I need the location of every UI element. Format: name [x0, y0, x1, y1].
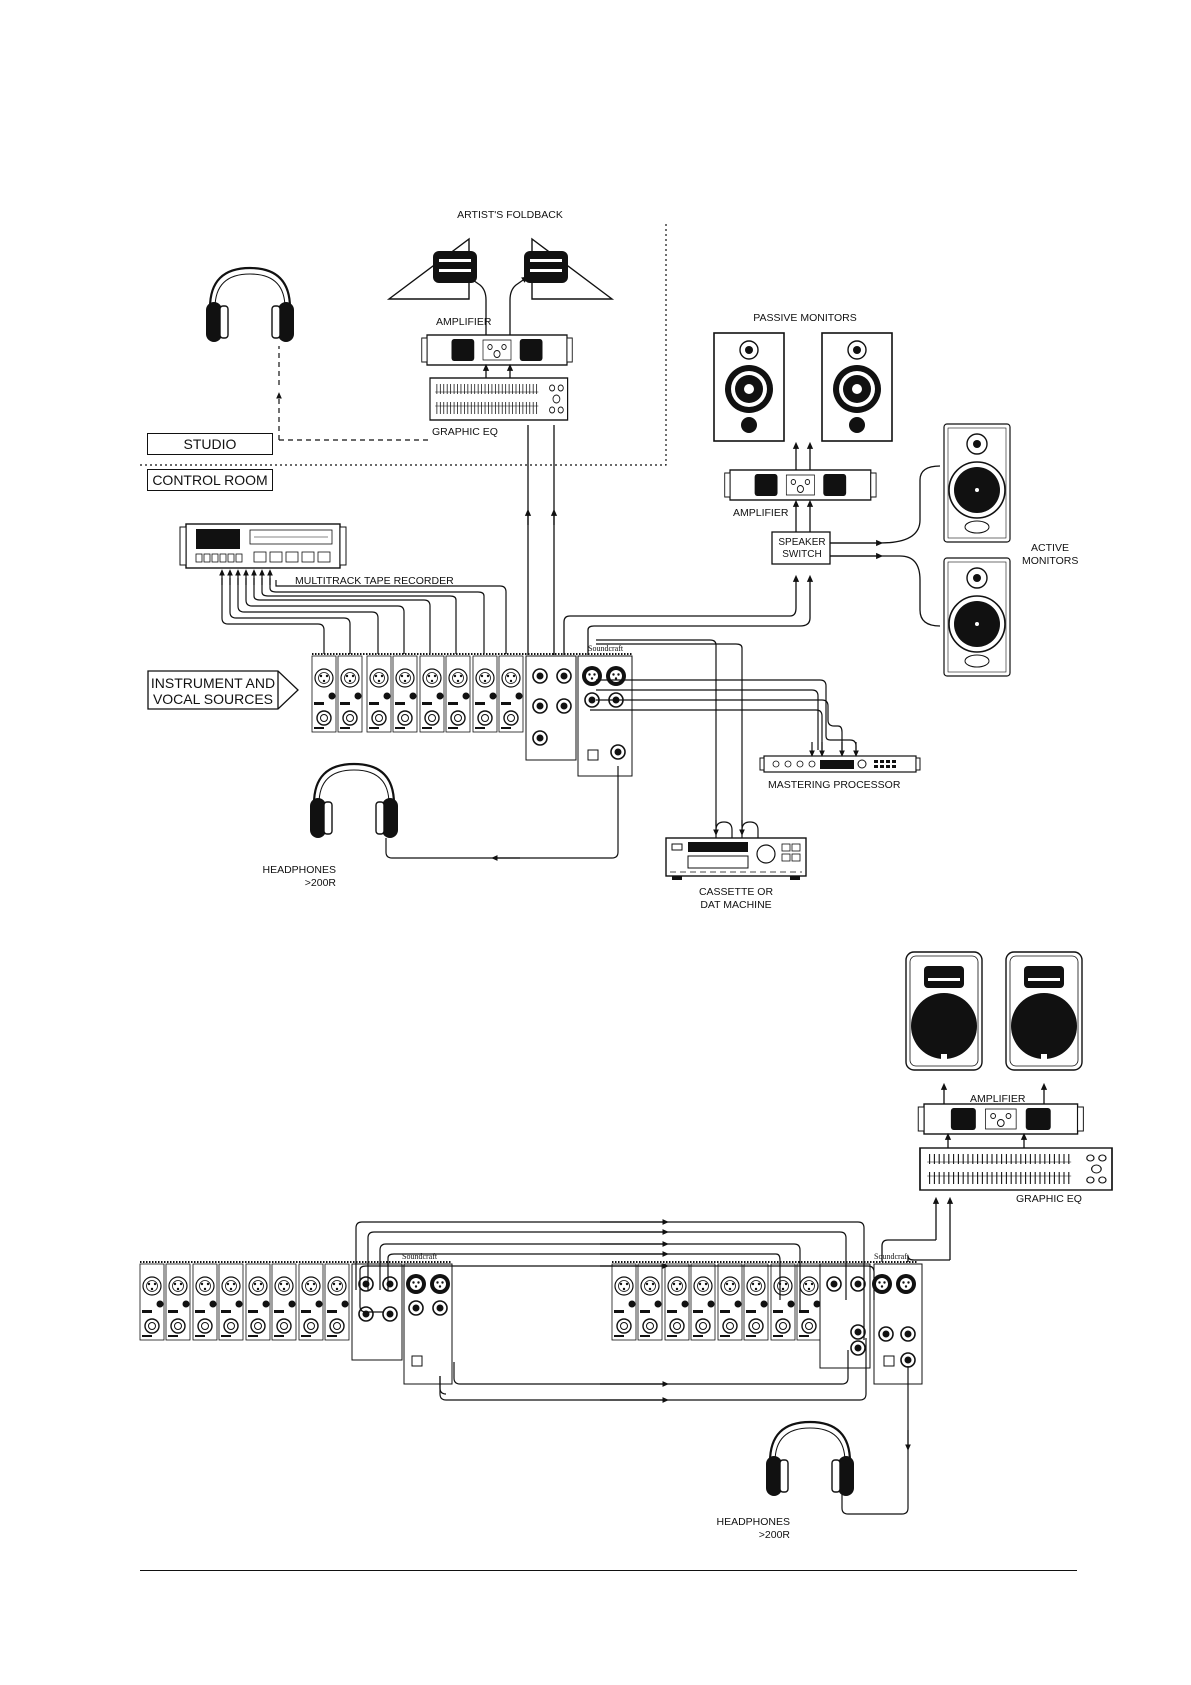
control-room-label: CONTROL ROOM [147, 469, 273, 491]
headphones-icon [308, 762, 400, 840]
graphic-eq-foldback-label: GRAPHIC EQ [432, 426, 498, 438]
amplifier-pa-label: AMPLIFIER [970, 1093, 1026, 1105]
passive-monitors-label: PASSIVE MONITORS [753, 312, 857, 324]
graphic-eq-icon [919, 1147, 1113, 1191]
amplifier-icon [421, 334, 573, 366]
mastering-processor-icon [759, 755, 921, 773]
active-monitors-label: ACTIVE MONITORS [1022, 542, 1079, 567]
graphic-eq-icon [429, 377, 569, 421]
pa-speaker-icon [1005, 951, 1083, 1071]
headphones-icon [764, 1420, 856, 1498]
studio-monitor-icon [713, 332, 785, 442]
studio-divider [140, 222, 667, 466]
mixer-icon: Soundcraft [311, 644, 633, 777]
instrument-sources-arrow [147, 670, 299, 710]
speaker-switch-label: SPEAKER SWITCH [778, 537, 826, 560]
foldback-wedge-icon [523, 238, 613, 300]
pa-speaker-icon [905, 951, 983, 1071]
artists-foldback-label: ARTIST'S FOLDBACK [457, 209, 563, 221]
cassette-deck-icon [665, 837, 807, 880]
brand-logo: Soundcraft [588, 644, 624, 653]
tape-recorder-icon [179, 523, 347, 569]
brand-logo: Soundcraft [402, 1252, 438, 1261]
amplifier-icon [917, 1103, 1085, 1135]
studio-monitor-icon [821, 332, 893, 442]
cassette-label: CASSETTE OR DAT MACHINE [698, 886, 774, 911]
active-monitor-icon [943, 557, 1011, 677]
speaker-switch-box [771, 531, 831, 565]
brand-logo: Soundcraft [874, 1252, 910, 1261]
headphones-icon [204, 266, 296, 344]
active-monitor-icon [943, 423, 1011, 543]
footer-rule [140, 1570, 1077, 1571]
amplifier-foldback-label: AMPLIFIER [436, 316, 492, 328]
amplifier-icon [724, 469, 877, 501]
foldback-wedge-icon [388, 238, 478, 300]
instrument-sources-label: INSTRUMENT AND VOCAL SOURCES [150, 675, 276, 707]
mastering-label: MASTERING PROCESSOR [768, 779, 901, 791]
studio-label: STUDIO [147, 433, 273, 455]
graphic-eq-pa-label: GRAPHIC EQ [1016, 1193, 1082, 1205]
headphones-1-label: HEADPHONES >200R [262, 864, 336, 889]
mixer-icon: Soundcraft [139, 1252, 453, 1385]
headphones-2-label: HEADPHONES >200R [716, 1516, 790, 1541]
multitrack-label: MULTITRACK TAPE RECORDER [295, 575, 454, 587]
amplifier-monitors-label: AMPLIFIER [733, 507, 789, 519]
mixer-icon: Soundcraft [611, 1252, 923, 1385]
